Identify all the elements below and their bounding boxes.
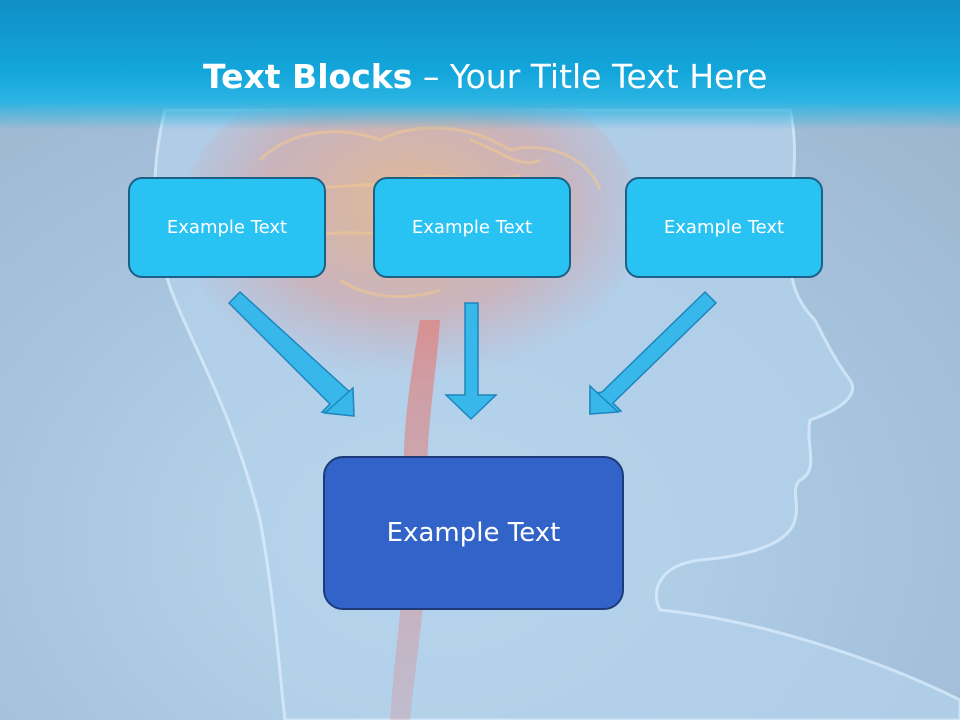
text-block-1[interactable]: Example Text [128, 177, 326, 278]
arrow-down [444, 302, 498, 421]
title-bold-part: Text Blocks [203, 57, 413, 96]
text-block-3-label: Example Text [663, 217, 785, 238]
slide-title: Text Blocks – Your Title Text Here [203, 52, 767, 102]
text-block-3[interactable]: Example Text [625, 177, 823, 278]
main-text-block[interactable]: Example Text [323, 456, 624, 610]
text-block-2-label: Example Text [411, 217, 533, 238]
text-block-2[interactable]: Example Text [373, 177, 571, 278]
arrow-down-right [227, 290, 355, 417]
text-block-1-label: Example Text [166, 217, 288, 238]
main-text-block-label: Example Text [386, 518, 561, 548]
title-regular-part: Your Title Text Here [449, 57, 768, 96]
title-bar [0, 0, 960, 130]
title-separator: – [412, 57, 450, 96]
arrow-down-left [589, 290, 718, 415]
